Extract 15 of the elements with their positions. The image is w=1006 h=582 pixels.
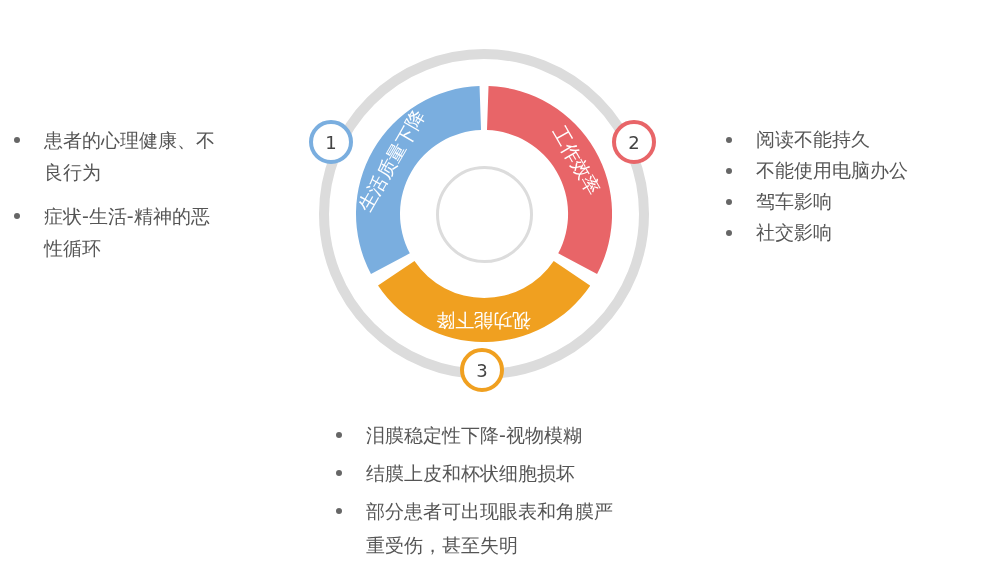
- bullet-item: 结膜上皮和杯状细胞损坏: [366, 462, 575, 484]
- bullet-item: 部分患者可出现眼表和角膜严重受伤，甚至失明: [366, 500, 613, 556]
- segment-label: 工作效率: [547, 121, 607, 201]
- bullet-item: 驾车影响: [756, 190, 832, 212]
- bullet-item: 泪膜稳定性下降-视物模糊: [366, 424, 582, 446]
- bullet-item: 症状-生活-精神的恶性循环: [44, 205, 210, 259]
- bullet-item: 社交影响: [756, 221, 832, 243]
- number-circle: 3: [460, 348, 504, 392]
- bullet-item: 不能使用电脑办公: [756, 159, 908, 181]
- segment-label: 生活质量下降: [352, 105, 431, 217]
- number-circle: 2: [612, 120, 656, 164]
- segment-label: 视功能下降: [436, 309, 532, 333]
- number-circle: 1: [309, 120, 353, 164]
- bullet-item: 患者的心理健康、不良行为: [44, 129, 215, 183]
- bullet-item: 阅读不能持久: [756, 128, 870, 150]
